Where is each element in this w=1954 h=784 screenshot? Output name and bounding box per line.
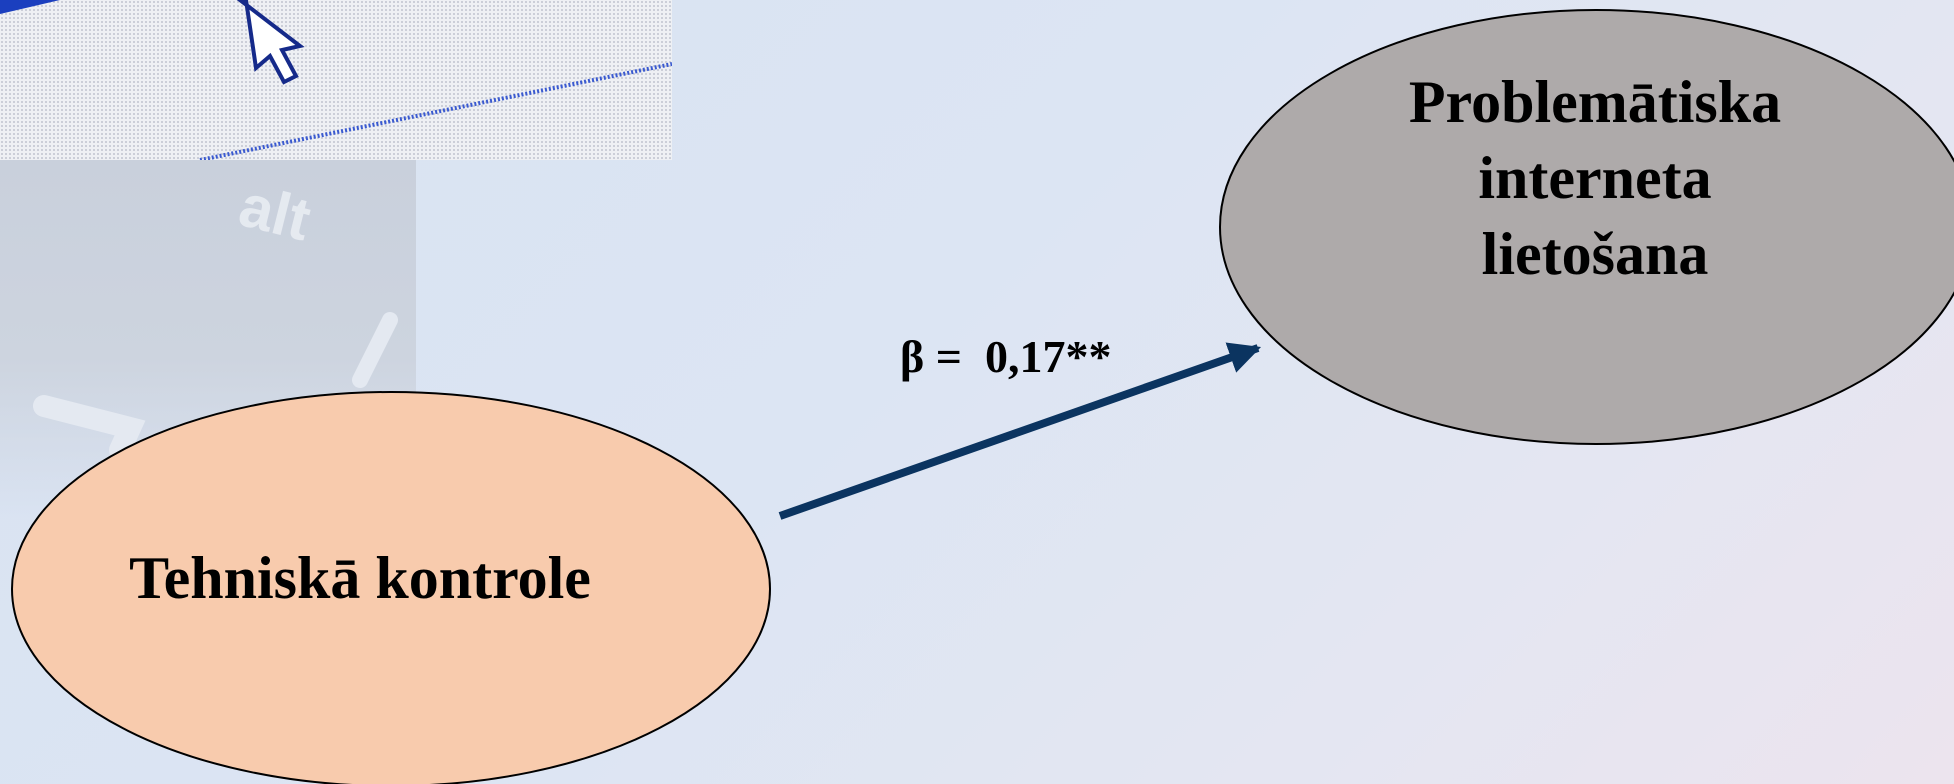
background-photo-screen [0, 0, 672, 160]
source-node-label: Tehniskā kontrole [129, 545, 591, 611]
mouse-cursor-icon [236, 0, 305, 85]
source-node-ellipse [11, 391, 771, 784]
target-node-label-line: Problemātiska [1408, 69, 1782, 135]
cursor-screen-graphic [0, 0, 672, 160]
beta-coefficient-label: β = 0,17** [900, 331, 1112, 382]
key-arrow-icon [33, 395, 146, 461]
target-node-label-line: interneta [1478, 145, 1712, 211]
keyboard-key-graphic [33, 312, 398, 461]
effect-arrow [778, 342, 1262, 520]
target-node-label: Problemātiska interneta lietošana [1330, 72, 1860, 284]
target-node-label-line: lietošana [1481, 221, 1709, 287]
screen-line [199, 62, 672, 160]
target-node-ellipse [1219, 9, 1954, 445]
